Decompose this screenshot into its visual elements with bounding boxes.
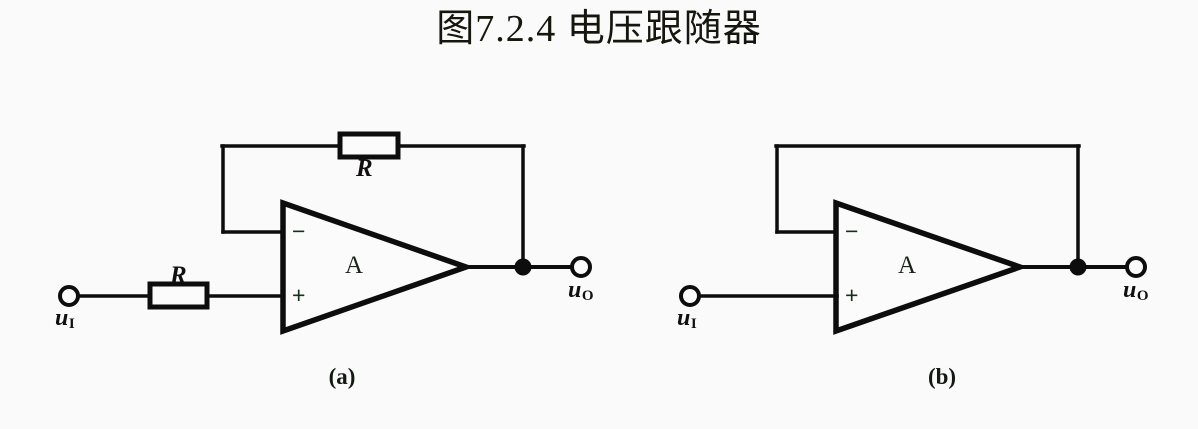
feedback-resistor-label-a: R: [356, 155, 373, 182]
subfigure-caption-a: (a): [328, 364, 356, 389]
amplifier-label-a: A: [345, 252, 364, 279]
feedback-resistor-body-a: [337, 131, 401, 160]
input-terminal-circle-b: [679, 285, 701, 307]
noninverting-input-sign-b: +: [845, 282, 859, 308]
input-terminal-label-a: uI: [55, 305, 75, 333]
output-junction-dot-a: [514, 258, 532, 276]
input-terminal-circle-a: [58, 285, 80, 307]
input-terminal-label-a-main: u: [55, 305, 69, 331]
inverting-input-sign-a: −: [292, 218, 306, 244]
input-terminal-label-b-sub: I: [690, 316, 697, 333]
page-title: 图7.2.4 电压跟随器: [436, 8, 762, 50]
output-terminal-circle-b: [1125, 256, 1147, 278]
opamp-triangle-a: [280, 199, 475, 335]
subfigure-caption-b: (b): [927, 364, 957, 389]
input-resistor-label-a: R: [170, 262, 187, 289]
output-terminal-label-b-main: u: [1123, 277, 1137, 303]
output-terminal-label-b: uO: [1123, 277, 1149, 305]
circuit-a-group: [58, 131, 592, 335]
input-terminal-label-b-main: u: [677, 305, 691, 331]
output-terminal-label-a-main: u: [568, 277, 582, 303]
input-terminal-label-b: uI: [677, 305, 697, 333]
output-terminal-label-b-sub: O: [1136, 288, 1149, 305]
inverting-input-sign-b: −: [845, 218, 859, 244]
amplifier-label-b: A: [898, 252, 917, 279]
output-terminal-label-a-sub: O: [581, 288, 594, 305]
circuit-b-group: [679, 144, 1147, 335]
input-terminal-label-a-sub: I: [68, 316, 75, 333]
opamp-triangle-b: [833, 199, 1029, 335]
noninverting-input-sign-a: +: [292, 282, 306, 308]
output-terminal-circle-a: [570, 256, 592, 278]
output-terminal-label-a: uO: [568, 277, 594, 305]
output-junction-dot-b: [1069, 258, 1087, 276]
